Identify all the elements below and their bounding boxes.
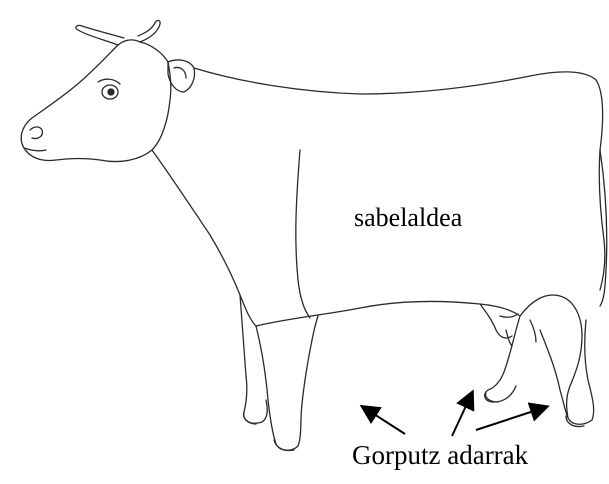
cow-ear bbox=[168, 60, 195, 92]
arrow-to-rear-near-leg bbox=[476, 407, 546, 430]
arrow-to-rear-far-leg bbox=[452, 393, 472, 436]
cow-muzzle bbox=[30, 127, 42, 139]
belly-label: sabelaldea bbox=[354, 203, 462, 233]
cow-hoof-front-near bbox=[274, 440, 294, 451]
cow-illustration bbox=[21, 20, 607, 450]
arrow-to-front-leg bbox=[363, 407, 405, 434]
cow-tail bbox=[600, 150, 607, 306]
cow-horn-right bbox=[138, 20, 160, 42]
cow-horn-left bbox=[76, 25, 124, 45]
cow-hoof-rear-near bbox=[566, 416, 584, 427]
cow-rear-leg-far bbox=[485, 316, 520, 402]
limbs-label: Gorputz adarrak bbox=[352, 440, 528, 471]
cow-hoof-front-far bbox=[244, 412, 256, 424]
limb-arrows bbox=[363, 393, 546, 436]
cow-rear-thigh bbox=[520, 295, 582, 418]
cow-head bbox=[21, 42, 171, 162]
cow-back bbox=[194, 68, 605, 290]
cow-front-leg-near bbox=[256, 316, 318, 450]
